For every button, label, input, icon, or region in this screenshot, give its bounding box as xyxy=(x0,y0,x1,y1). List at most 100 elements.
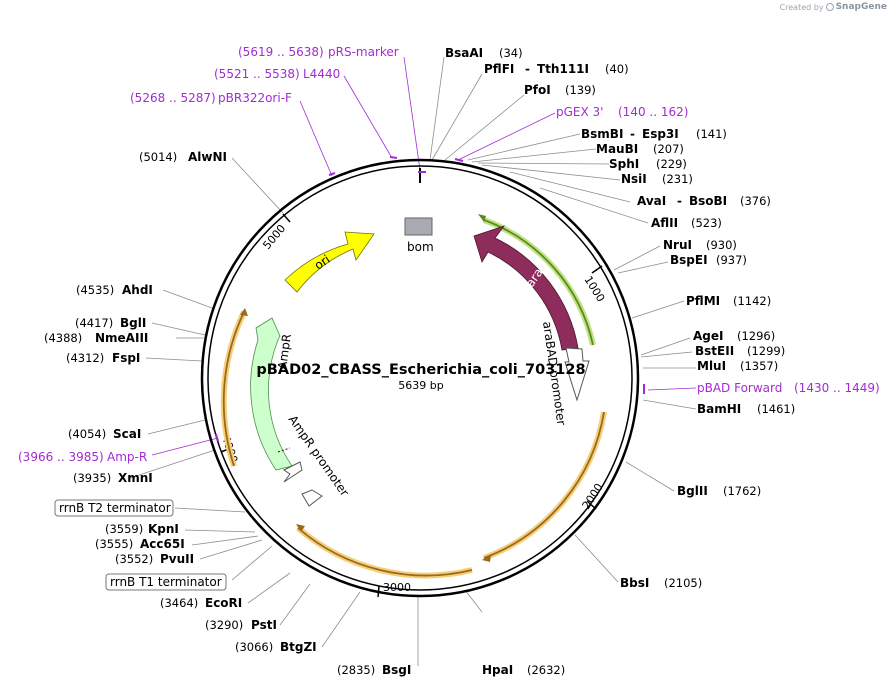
enzyme-bsmbi[interactable]: BsmBI xyxy=(581,127,623,141)
enzyme-alwni-pos: (5014) xyxy=(139,150,177,164)
enzyme-bsgi-pos: (2835) xyxy=(337,663,375,677)
enzyme-btgzi[interactable]: BtgZI xyxy=(280,640,317,654)
enzyme-bsobi[interactable]: BsoBI xyxy=(689,194,727,208)
enzyme-nrui-pos: (930) xyxy=(706,238,737,252)
terminator-labels: rrnB T2 terminator rrnB T1 terminator xyxy=(54,499,227,591)
enzyme-pflfi-dash: - xyxy=(525,62,530,76)
ampr-feature xyxy=(250,317,293,471)
enzyme-pflfi-pos: (40) xyxy=(605,62,629,76)
enzyme-alwni[interactable]: AlwNI xyxy=(188,150,227,164)
enzyme-esp3i[interactable]: Esp3I xyxy=(642,127,679,141)
enzyme-hpai-pos: (2632) xyxy=(527,663,565,677)
enzyme-pflfi[interactable]: PflFI xyxy=(484,62,514,76)
enzyme-pflmi-pos: (1142) xyxy=(733,294,771,308)
enzyme-nsii[interactable]: NsiI xyxy=(621,172,647,186)
rrnb-t2-terminator-label[interactable]: rrnB T2 terminator xyxy=(59,501,171,515)
created-by-label: Created by xyxy=(779,2,824,12)
enzyme-nmeaiii-pos: (4388) xyxy=(44,331,82,345)
enzyme-bsteii-pos: (1299) xyxy=(747,344,785,358)
ampr-orf xyxy=(222,311,245,467)
enzyme-scai[interactable]: ScaI xyxy=(113,427,141,441)
enzyme-pfoi[interactable]: PfoI xyxy=(524,83,551,97)
right-enzyme-labels: BsaAI (34) PflFI - Tth111I (40) PfoI (13… xyxy=(445,46,795,677)
enzyme-kpni-pos: (3559) xyxy=(105,522,143,536)
enzyme-nmeaiii[interactable]: NmeAIII xyxy=(95,331,148,345)
enzyme-sphi[interactable]: SphI xyxy=(609,157,639,171)
enzyme-bbsi[interactable]: BbsI xyxy=(620,576,649,590)
primer-marks xyxy=(215,156,645,442)
cbass-orf-glow xyxy=(482,411,607,561)
arabad-promoter-feature xyxy=(564,347,590,402)
enzyme-bgli-pos: (4417) xyxy=(75,316,113,330)
enzyme-acc65i[interactable]: Acc65I xyxy=(140,537,185,551)
rrnb-terminator-marker xyxy=(301,489,323,507)
enzyme-pflmi[interactable]: PflMI xyxy=(686,294,720,308)
enzyme-xmni-pos: (3935) xyxy=(73,471,111,485)
tick-label-3000: 3000 xyxy=(383,581,411,594)
cbass-orf xyxy=(483,411,605,559)
enzyme-mlui-pos: (1357) xyxy=(740,359,778,373)
enzyme-avai[interactable]: AvaI xyxy=(637,194,666,208)
enzyme-ahdi[interactable]: AhdI xyxy=(122,283,153,297)
enzyme-bbsi-pos: (2105) xyxy=(664,576,702,590)
enzyme-avai-pos: (376) xyxy=(740,194,771,208)
enzyme-mlui[interactable]: MluI xyxy=(697,359,726,373)
enzyme-nsii-pos: (231) xyxy=(662,172,693,186)
backbone xyxy=(200,158,640,598)
enzyme-bsgi[interactable]: BsgI xyxy=(382,663,411,677)
primer-pbr322ori-f[interactable]: pBR322ori-F xyxy=(218,91,292,105)
enzyme-tth111i[interactable]: Tth111I xyxy=(537,62,589,76)
enzyme-aflii[interactable]: AflII xyxy=(651,216,678,230)
tick-label-1000: 1000 xyxy=(581,274,607,305)
primer-pbad-forward[interactable]: pBAD Forward xyxy=(697,381,782,395)
enzyme-bspei[interactable]: BspEI xyxy=(670,253,708,267)
bom-feature xyxy=(404,217,433,236)
enzyme-aflii-pos: (523) xyxy=(691,216,722,230)
enzyme-sphi-pos: (229) xyxy=(656,157,687,171)
enzyme-maubi[interactable]: MauBI xyxy=(596,142,638,156)
ampr-promoter-feature xyxy=(283,461,303,483)
left-enzyme-labels: (5014) AlwNI (4535) AhdI (4417) BglI (43… xyxy=(44,150,411,677)
enzyme-nrui[interactable]: NruI xyxy=(663,238,692,252)
enzyme-avai-dash: - xyxy=(677,194,682,208)
enzyme-xmni[interactable]: XmnI xyxy=(118,471,153,485)
enzyme-bsmbi-dash: - xyxy=(630,127,635,141)
primer-amp-r[interactable]: Amp-R xyxy=(107,450,147,464)
primer-pgex3-range: (140 .. 162) xyxy=(618,105,688,119)
enzyme-bamhi[interactable]: BamHI xyxy=(697,402,741,416)
primer-l4440-range: (5521 .. 5538) xyxy=(214,67,300,81)
enzyme-pvuii[interactable]: PvuII xyxy=(160,552,194,566)
ori-orf-glow xyxy=(296,525,473,579)
enzyme-pfoi-pos: (139) xyxy=(565,83,596,97)
ori-feature xyxy=(284,231,375,293)
plasmid-name: pBAD02_CBASS_Escherichia_coli_703128 xyxy=(256,362,585,378)
plasmid-length: 5639 bp xyxy=(398,379,443,392)
enzyme-bglii[interactable]: BglII xyxy=(677,484,708,498)
ampr-promoter-label: AmpR promoter xyxy=(286,413,352,499)
enzyme-fspi[interactable]: FspI xyxy=(112,351,140,365)
enzyme-ecori-pos: (3464) xyxy=(160,596,198,610)
rrnb-t2-terminator-box xyxy=(54,499,174,517)
primer-pgex3[interactable]: pGEX 3' xyxy=(556,105,603,119)
enzyme-bgli[interactable]: BglI xyxy=(120,316,146,330)
primer-pbr322ori-f-range: (5268 .. 5287) xyxy=(130,91,216,105)
enzyme-btgzi-pos: (3066) xyxy=(235,640,273,654)
enzyme-ecori[interactable]: EcoRI xyxy=(205,596,242,610)
enzyme-bspei-pos: (937) xyxy=(716,253,747,267)
rrnb-t1-terminator-label[interactable]: rrnB T1 terminator xyxy=(110,575,222,589)
enzyme-ahdi-pos: (4535) xyxy=(76,283,114,297)
snapgene-credit: Created by SnapGene xyxy=(780,2,887,12)
primer-l4440[interactable]: L4440 xyxy=(303,67,340,81)
enzyme-bsaai[interactable]: BsaAI xyxy=(445,46,483,60)
enzyme-bsteii[interactable]: BstEII xyxy=(695,344,734,358)
orf-arcs xyxy=(220,214,607,579)
enzyme-kpni[interactable]: KpnI xyxy=(148,522,179,536)
primer-pbad-forward-range: (1430 .. 1449) xyxy=(794,381,880,395)
primer-prs-marker[interactable]: pRS-marker xyxy=(328,45,399,59)
enzyme-hpai[interactable]: HpaI xyxy=(482,663,513,677)
enzyme-bglii-pos: (1762) xyxy=(723,484,761,498)
enzyme-agei[interactable]: AgeI xyxy=(693,329,723,343)
primer-prs-marker-range: (5619 .. 5638) xyxy=(238,45,324,59)
enzyme-psti[interactable]: PstI xyxy=(251,618,277,632)
